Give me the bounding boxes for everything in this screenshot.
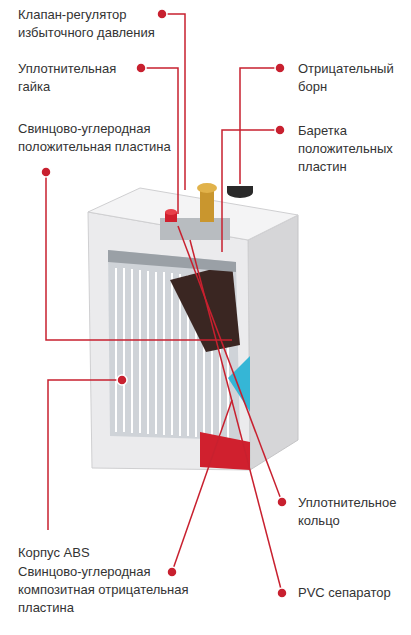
leader-dot bbox=[275, 125, 285, 135]
plate bbox=[131, 269, 133, 433]
plate bbox=[123, 268, 125, 432]
leader-dot bbox=[277, 497, 287, 507]
plate bbox=[147, 271, 149, 434]
leader-dot bbox=[167, 567, 177, 577]
part-label: PVC сепаратор bbox=[298, 584, 408, 602]
leader-line bbox=[46, 172, 232, 340]
plate-strap bbox=[108, 250, 236, 272]
valve-cap bbox=[165, 209, 177, 215]
leader-line bbox=[240, 68, 280, 184]
positive-terminal bbox=[200, 188, 214, 222]
leader-dot bbox=[157, 9, 167, 19]
leader-dot bbox=[275, 63, 285, 73]
part-label: Баретка положительных пластин bbox=[298, 122, 408, 176]
cutaway bbox=[108, 250, 240, 440]
part-label: Свинцово-углеродная композитная отрицате… bbox=[18, 563, 223, 617]
negative-terminal bbox=[227, 186, 253, 192]
leader-line bbox=[162, 14, 185, 190]
part-label: Отрицательный борн bbox=[298, 60, 406, 96]
leader-line bbox=[172, 400, 232, 572]
leader-dot bbox=[41, 167, 51, 177]
part-label: Свинцово-углеродная положительная пласти… bbox=[18, 120, 190, 156]
leader-dot bbox=[277, 588, 287, 598]
leader-line bbox=[222, 130, 280, 252]
part-label: Корпус ABS bbox=[18, 544, 158, 562]
leader-line bbox=[48, 380, 122, 530]
leader-dot bbox=[117, 375, 127, 385]
positive-terminal bbox=[197, 183, 217, 193]
negative-plate bbox=[170, 264, 240, 352]
plate bbox=[139, 270, 141, 433]
plate bbox=[155, 272, 157, 434]
plate bbox=[163, 272, 165, 435]
leader-line bbox=[178, 226, 282, 502]
case-top bbox=[88, 188, 298, 240]
plate bbox=[115, 268, 117, 432]
leader-dots bbox=[41, 9, 287, 598]
logo-mark bbox=[200, 432, 250, 470]
case-front bbox=[88, 212, 250, 470]
part-label: Уплотнительная гайка bbox=[18, 60, 130, 96]
leader-lines bbox=[46, 14, 282, 593]
plate bbox=[171, 273, 173, 435]
leader-dot bbox=[136, 63, 146, 73]
leader-line bbox=[190, 240, 282, 593]
negative-terminal bbox=[227, 186, 253, 198]
part-label: Уплотнительное кольцо bbox=[298, 494, 408, 530]
part-label: Клапан-регулятор избыточного давления bbox=[18, 6, 168, 42]
